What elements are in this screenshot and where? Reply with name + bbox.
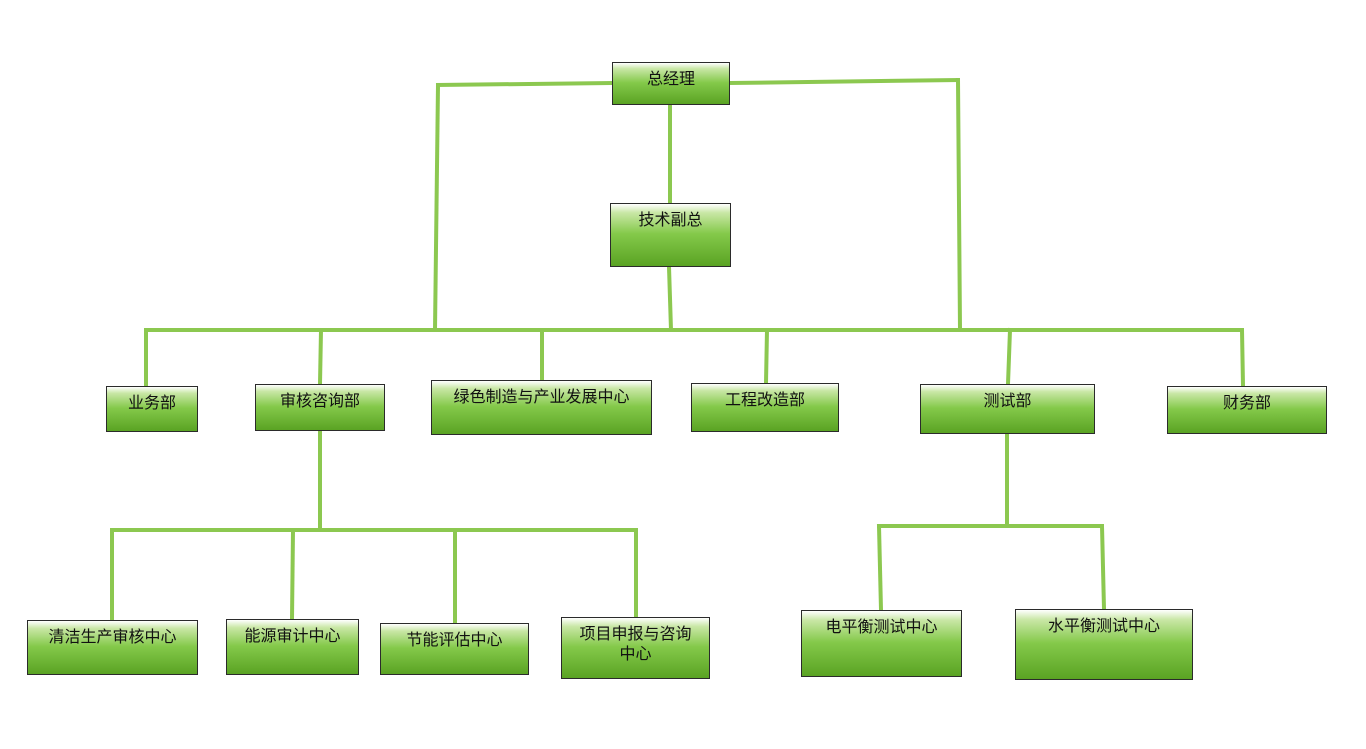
node-electric-balance-center: 电平衡测试中心	[801, 610, 962, 677]
connector-finance	[1239, 327, 1246, 389]
connector-water-balance	[1099, 523, 1107, 612]
node-audit-consulting-dept: 审核咨询部	[255, 384, 385, 431]
node-engineering-reform-dept: 工程改造部	[691, 383, 839, 432]
node-green-manufacturing-center: 绿色制造与产业发展中心	[431, 380, 652, 435]
node-energy-saving-center: 节能评估中心	[380, 623, 529, 675]
node-project-application-center: 项目申报与咨询中心	[561, 617, 710, 679]
node-general-manager: 总经理	[612, 62, 730, 105]
node-tech-deputy: 技术副总	[610, 203, 731, 267]
connector-right-riser	[955, 77, 963, 333]
connector-gm-right	[727, 77, 961, 86]
node-business-dept: 业务部	[106, 386, 198, 432]
node-testing-dept: 测试部	[920, 384, 1095, 434]
connector-audit-consulting	[317, 327, 324, 387]
node-water-balance-center: 水平衡测试中心	[1015, 609, 1193, 680]
node-clean-production-center: 清洁生产审核中心	[27, 620, 198, 675]
connector-energy-audit	[289, 527, 296, 622]
connector-testing	[1005, 327, 1013, 387]
connector-electric-balance	[876, 523, 884, 613]
connector-left-riser	[432, 82, 441, 333]
node-finance-dept: 财务部	[1167, 386, 1327, 434]
connector-gm-left	[435, 80, 615, 88]
node-energy-audit-center: 能源审计中心	[226, 619, 359, 675]
connector-tech-bus	[666, 264, 674, 333]
connector-engineering	[763, 327, 770, 386]
